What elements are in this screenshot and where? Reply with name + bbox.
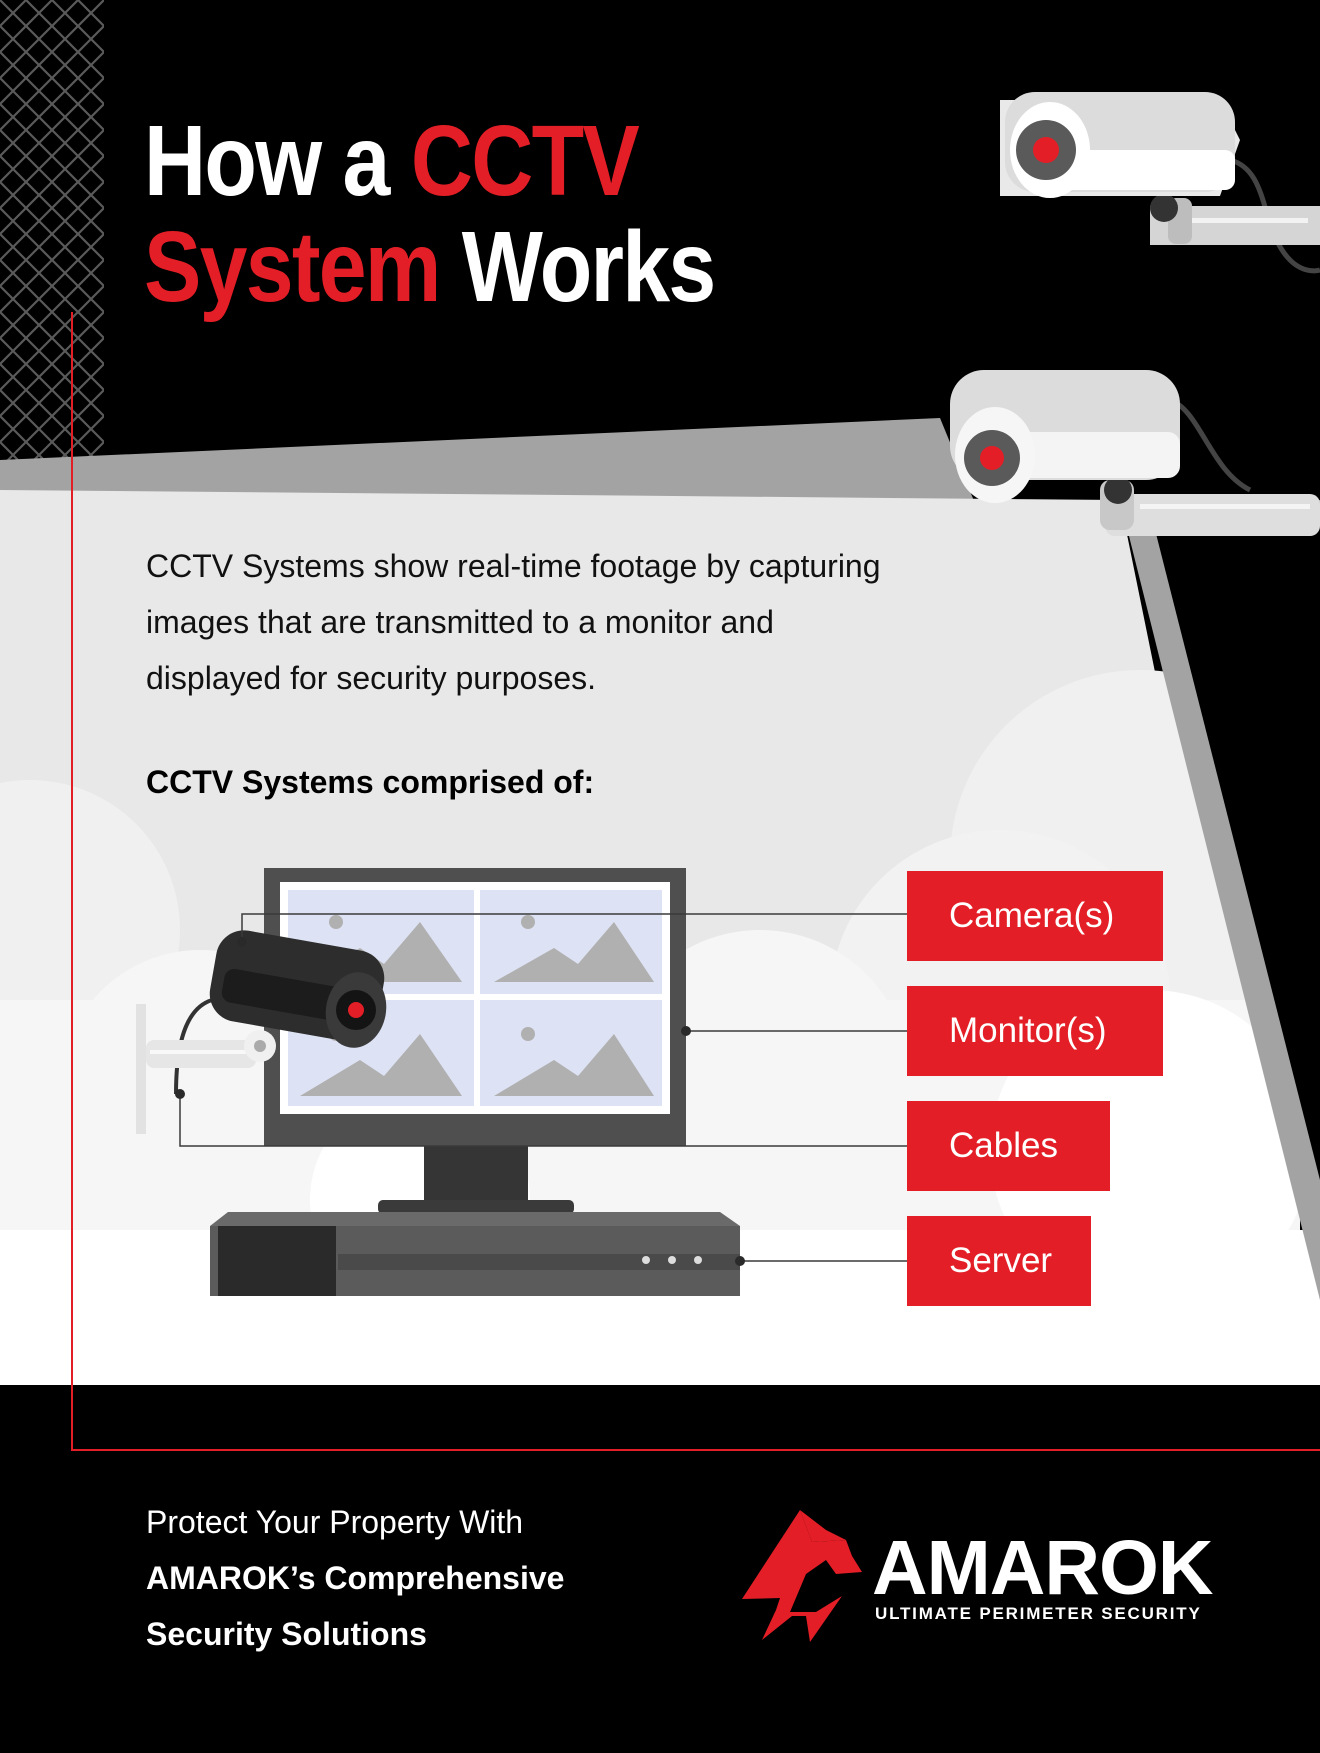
security-camera-icon bbox=[136, 930, 387, 1134]
brand-tagline: ULTIMATE PERIMETER SECURITY bbox=[875, 1604, 1202, 1623]
footer-line-1: Protect Your Property With bbox=[146, 1504, 524, 1540]
component-label-cameras: Camera(s) bbox=[907, 871, 1163, 961]
security-camera-icon bbox=[1000, 92, 1320, 274]
panel-right-dark bbox=[1150, 510, 1320, 1180]
connector-lines bbox=[179, 913, 907, 1262]
footer-line-3: Security Solutions bbox=[146, 1616, 427, 1652]
amarok-logo-icon bbox=[742, 1510, 862, 1642]
connector-dots bbox=[175, 937, 745, 1266]
footer-line-2: AMAROK’s Comprehensive bbox=[146, 1560, 565, 1596]
title-red-part: CCTV bbox=[410, 105, 640, 217]
component-label-server: Server bbox=[907, 1216, 1091, 1306]
components-heading: CCTV Systems comprised of: bbox=[146, 764, 595, 800]
brand-name: AMAROK bbox=[872, 1525, 1213, 1611]
footer-band bbox=[0, 1385, 1320, 1753]
title-red-part: System bbox=[144, 211, 441, 323]
page-title: How a CCTV System Works bbox=[144, 105, 716, 323]
title-white-part: How a bbox=[144, 105, 411, 217]
server-icon bbox=[210, 1212, 740, 1296]
fence-icon bbox=[0, 0, 104, 460]
footer-text: Protect Your Property With AMAROK’s Comp… bbox=[146, 1494, 564, 1662]
security-camera-icon bbox=[950, 370, 1320, 536]
red-frame-line bbox=[71, 312, 1320, 1451]
component-label-monitors: Monitor(s) bbox=[907, 986, 1163, 1076]
intro-paragraph: CCTV Systems show real-time footage by c… bbox=[146, 548, 881, 696]
component-label-cables: Cables bbox=[907, 1101, 1110, 1191]
title-white-part: Works bbox=[439, 211, 716, 323]
